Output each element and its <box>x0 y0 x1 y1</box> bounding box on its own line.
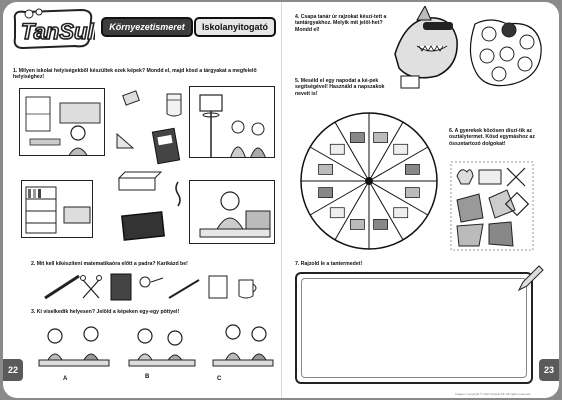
wheel-segment-picture <box>349 132 365 143</box>
image-credit: Images: Copyright © 2013 Tansuli Kft. Al… <box>455 392 531 396</box>
wheel-divider <box>334 180 370 241</box>
room-picture-classroom <box>19 88 105 156</box>
svg-text:TanSuli: TanSuli <box>21 19 95 44</box>
wheel-divider <box>309 146 370 182</box>
wheel-divider <box>334 121 370 182</box>
room-picture-computer-room <box>189 180 275 244</box>
wheel-segment-picture <box>318 187 333 198</box>
picture-label-c: C <box>217 376 222 382</box>
wheel-divider <box>368 146 429 182</box>
wheel-hub <box>365 177 373 185</box>
triangle-ruler-object <box>116 132 135 149</box>
question-4: 4. Csapa tanár úr rajzokat készí-tett a … <box>295 14 387 33</box>
picture-label-a: A <box>63 376 68 382</box>
question-3: 3. Ki viselkedik helyesen? Jelöld a képe… <box>31 309 180 315</box>
wheel-segment-picture <box>329 143 345 155</box>
decorating-items <box>450 161 534 251</box>
wheel-segment-picture <box>349 219 365 230</box>
wheel-segment-picture <box>393 143 409 155</box>
room-picture-library <box>21 180 93 238</box>
cash-box-object <box>117 171 163 191</box>
wheel-segment-picture <box>405 187 420 198</box>
page-gutter <box>281 2 282 398</box>
pencil-icon <box>517 265 544 292</box>
behavior-pictures <box>38 324 274 367</box>
drawing-answer-box[interactable] <box>295 272 533 384</box>
wheel-divider <box>309 180 370 216</box>
picture-label-b: B <box>145 374 150 380</box>
tansuli-logo: TanSuli <box>13 8 95 50</box>
wheel-segment-picture <box>329 207 345 219</box>
wheel-segment-picture <box>405 163 420 175</box>
glass-jar-object <box>166 93 182 117</box>
ribbon-object <box>175 181 181 207</box>
shark-teacher-illustration <box>394 6 542 89</box>
book-object <box>151 127 181 165</box>
workbook-spread: TanSuli Környezetismeret Iskolanyitogató… <box>3 2 559 398</box>
page-number-left: 22 <box>3 359 23 381</box>
day-wheel <box>300 112 438 250</box>
wheel-segment-picture <box>318 163 333 175</box>
room-picture-gym <box>189 86 275 158</box>
wheel-divider <box>368 180 429 216</box>
wheel-divider <box>368 121 404 182</box>
question-1: 1. Milyen iskolai helyiségekből készülte… <box>13 68 257 81</box>
drawing-area[interactable] <box>301 278 527 378</box>
subject-tab: Környezetismeret <box>101 17 193 37</box>
blackboard-object <box>121 211 165 241</box>
question-6: 6. A gyerekek közösen díszí-tik az osztá… <box>449 128 535 147</box>
question-5: 5. Meséld el egy napodat a ké-pek segíts… <box>295 78 385 97</box>
question-7: 7. Rajzold le a tantermedet! <box>295 261 363 267</box>
wheel-segment-picture <box>393 207 409 219</box>
question-2: 2. Mit kell kikészíteni matematikaóra el… <box>31 261 188 267</box>
school-supplies-row <box>44 273 257 301</box>
wheel-segment-picture <box>373 132 388 143</box>
topic-tab: Iskolanyitogató <box>194 17 276 37</box>
wheel-divider <box>368 180 404 241</box>
page-number-right: 23 <box>539 359 559 381</box>
wheel-segment-picture <box>373 219 388 230</box>
eraser-object <box>122 90 140 106</box>
